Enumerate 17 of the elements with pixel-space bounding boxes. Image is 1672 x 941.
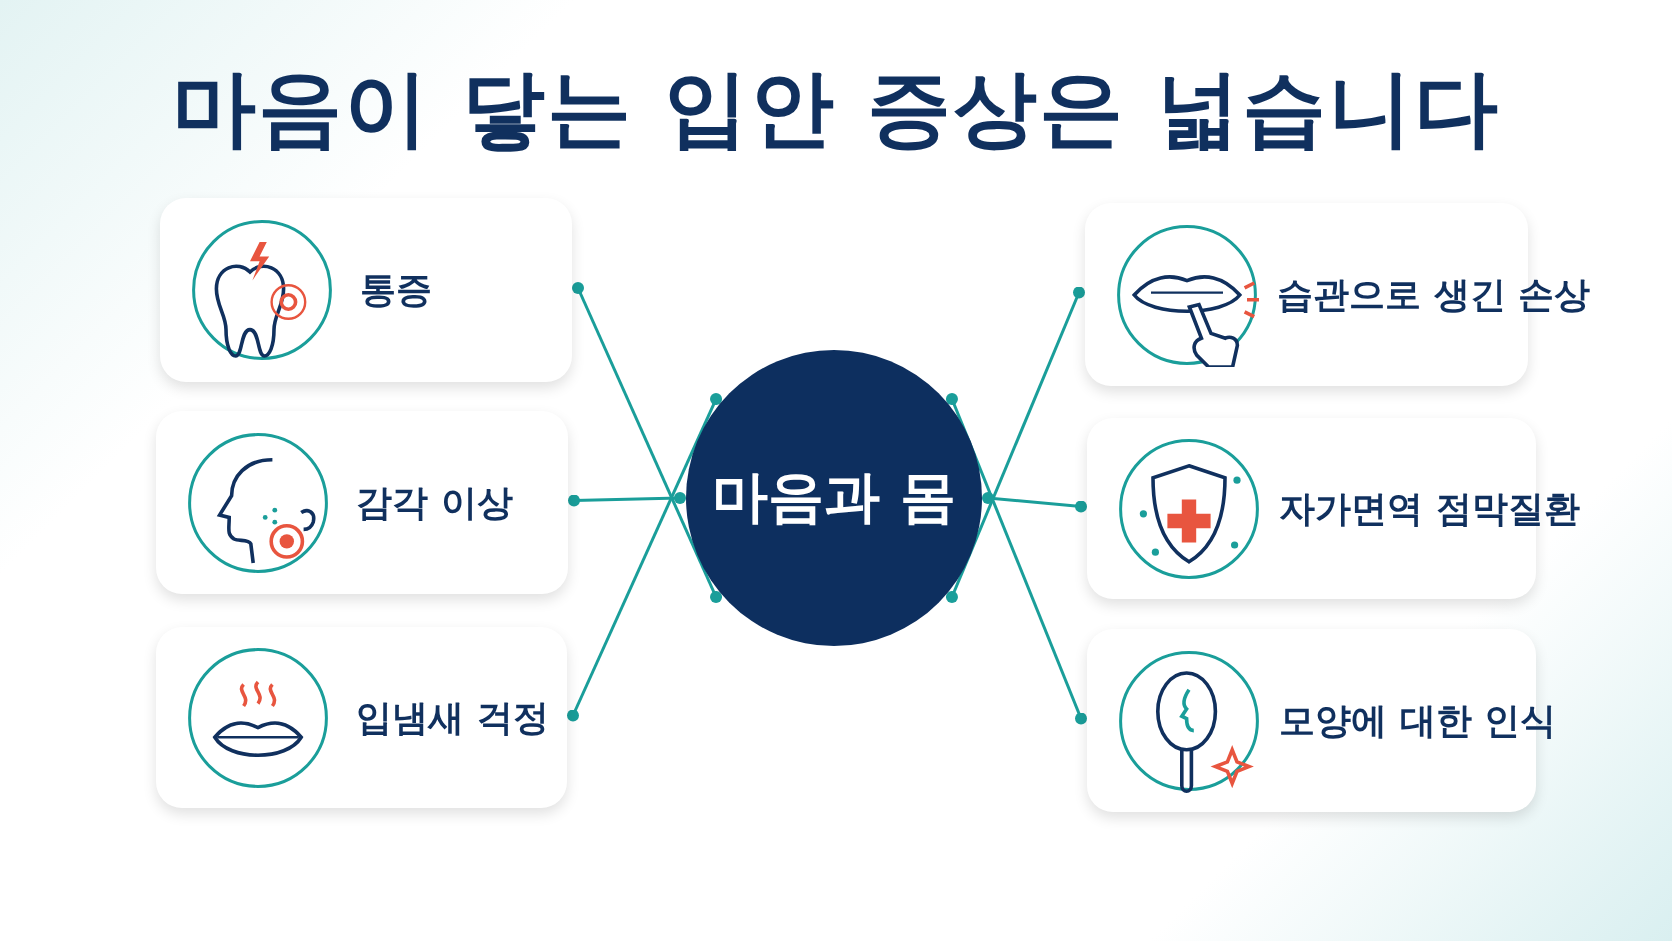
card-label: 모양에 대한 인식 bbox=[1279, 698, 1557, 742]
card bbox=[156, 411, 568, 594]
card bbox=[156, 627, 567, 808]
card-label: 자가면역 점막질환 bbox=[1279, 486, 1580, 530]
connector bbox=[945, 286, 1085, 603]
card-label: 감각 이상 bbox=[356, 480, 513, 524]
connector bbox=[945, 393, 1087, 725]
card-label: 습관으로 생긴 손상 bbox=[1277, 272, 1591, 316]
connector bbox=[982, 492, 1087, 513]
connector bbox=[567, 393, 723, 722]
title: 마음이 닿는 입안 증상은 넓습니다 bbox=[170, 58, 1502, 159]
connector bbox=[568, 492, 686, 507]
card bbox=[160, 198, 572, 382]
center-circle: 마음과 몸 bbox=[686, 350, 982, 646]
connector bbox=[572, 282, 723, 603]
card-label: 통증 bbox=[360, 267, 432, 312]
card-label: 입냄새 걱정 bbox=[356, 695, 549, 739]
